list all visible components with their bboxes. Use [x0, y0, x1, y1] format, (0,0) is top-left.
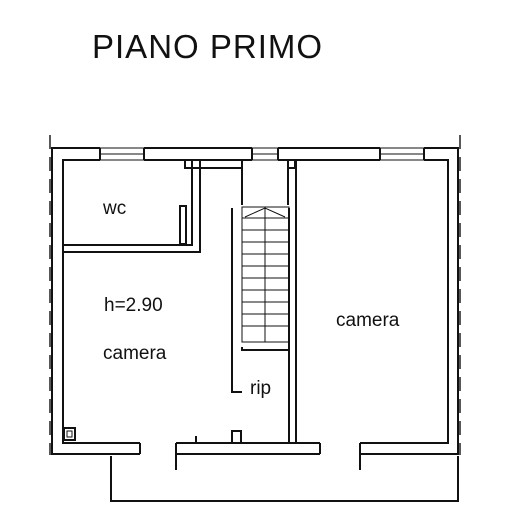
window-top-left	[99, 146, 145, 162]
wc-label: wc	[102, 198, 126, 219]
balcony	[110, 456, 459, 502]
wc-walls	[63, 160, 201, 253]
door-jambs-bottom	[195, 430, 242, 444]
staircase	[241, 206, 290, 343]
left-room-name: camera	[103, 343, 167, 364]
right-room-name: camera	[336, 310, 400, 331]
plan-title: PIANO PRIMO	[92, 28, 324, 65]
bottom-openings	[139, 441, 361, 470]
left-room-height: h=2.90	[104, 295, 163, 316]
corner-column	[63, 427, 76, 441]
window-top-center	[251, 146, 279, 162]
window-top-right	[379, 146, 425, 162]
storage-label: rip	[250, 378, 271, 399]
